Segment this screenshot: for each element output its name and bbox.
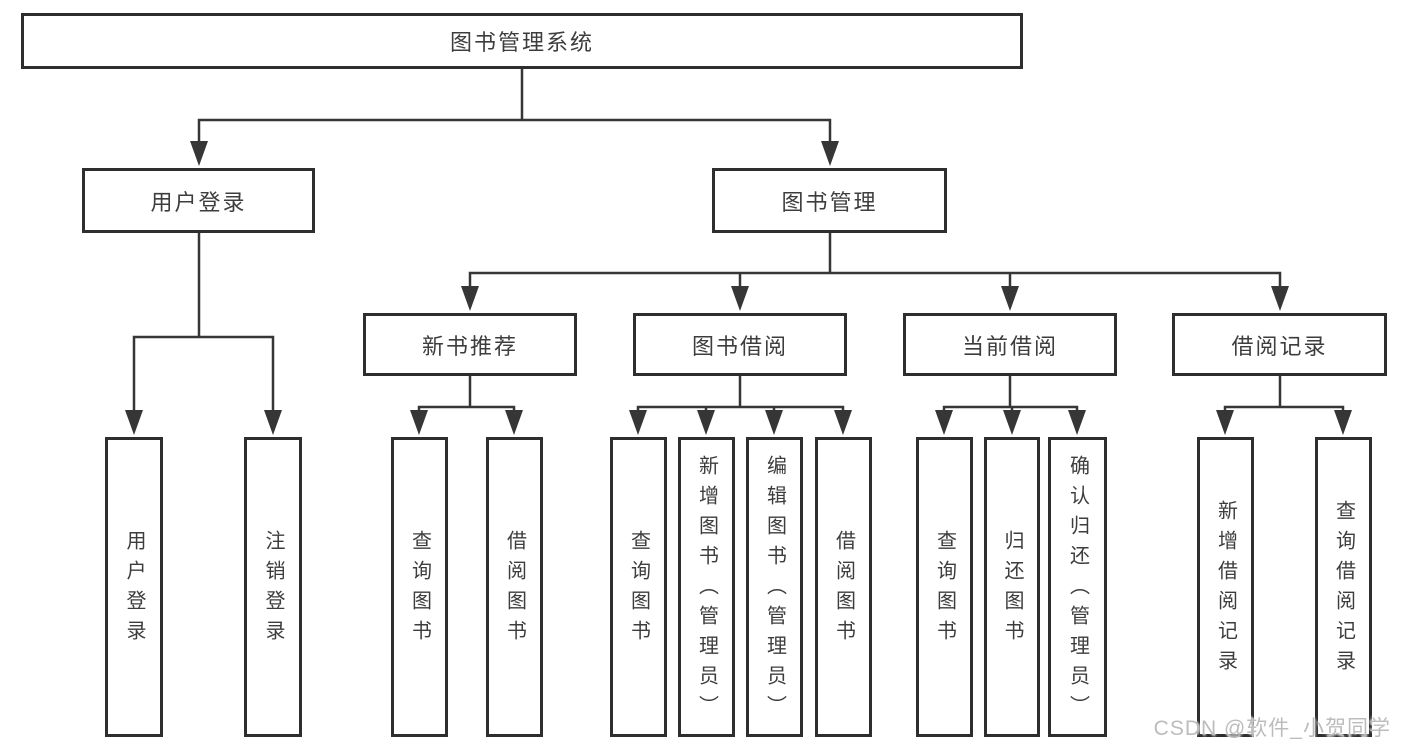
node-borrow-books-leaf: 借阅图书 xyxy=(815,437,872,737)
node-edit-book-admin: 编辑图书（管理员） xyxy=(746,437,803,737)
node-query-borrow-record: 查询借阅记录 xyxy=(1315,437,1372,737)
node-library-management-system: 图书管理系统 xyxy=(21,13,1023,69)
node-query-books-borrow: 查询图书 xyxy=(610,437,667,737)
node-query-books-recommend: 查询图书 xyxy=(391,437,448,737)
csdn-watermark: CSDN @软件_小贺同学 xyxy=(1153,717,1391,740)
node-user-login: 用户登录 xyxy=(82,168,315,233)
node-user-login-leaf: 用户登录 xyxy=(105,437,163,737)
node-query-books-current: 查询图书 xyxy=(916,437,973,737)
node-borrow-books-recommend: 借阅图书 xyxy=(486,437,543,737)
node-confirm-return-admin: 确认归还（管理员） xyxy=(1048,437,1107,737)
node-add-book-admin: 新增图书（管理员） xyxy=(678,437,735,737)
node-borrowing-records: 借阅记录 xyxy=(1172,313,1387,376)
node-return-books: 归还图书 xyxy=(984,437,1040,737)
node-current-borrowing: 当前借阅 xyxy=(903,313,1117,376)
node-new-book-recommendation: 新书推荐 xyxy=(363,313,577,376)
node-book-borrowing: 图书借阅 xyxy=(633,313,847,376)
node-add-borrow-record: 新增借阅记录 xyxy=(1197,437,1254,737)
node-book-management: 图书管理 xyxy=(712,168,947,233)
arrowheads xyxy=(125,141,1352,435)
node-logout-leaf: 注销登录 xyxy=(244,437,302,737)
